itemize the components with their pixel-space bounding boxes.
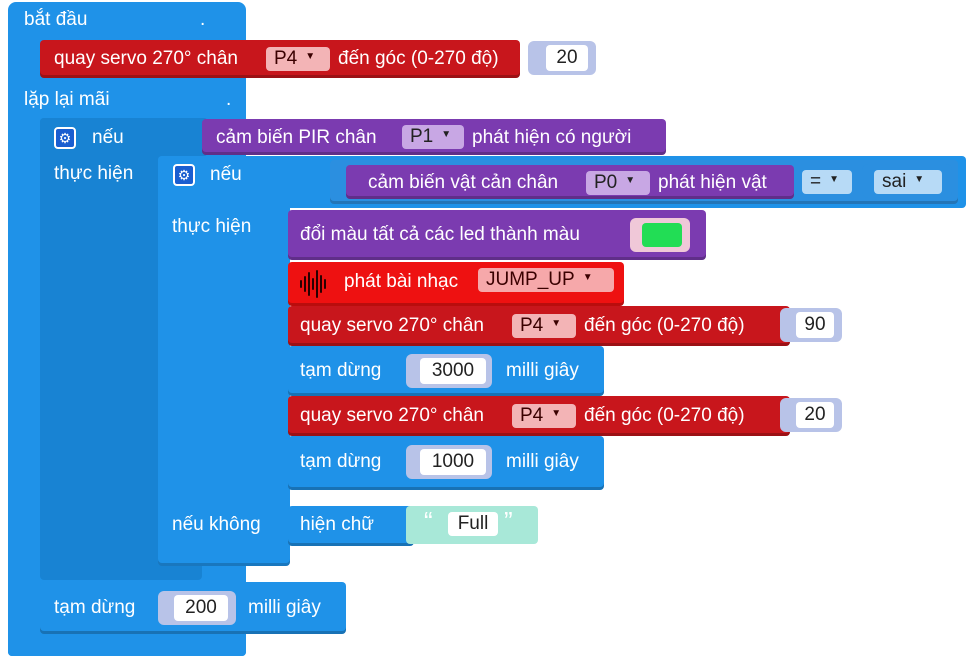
- if1-if-label: nếu: [92, 127, 124, 148]
- pause-c-unit: milli giây: [248, 597, 321, 618]
- chevron-down-icon: ▼: [829, 174, 840, 185]
- pause-b-label: tạm dừng: [300, 451, 382, 472]
- pause-a-unit: milli giây: [506, 360, 579, 381]
- servo-init-label: quay servo 270° chân: [54, 48, 238, 69]
- servo-init-angle-label: đến góc (0-270 độ): [338, 48, 499, 69]
- servo-b-angle-label: đến góc (0-270 độ): [584, 405, 745, 426]
- pause-c-label: tạm dừng: [54, 597, 136, 618]
- gear-icon[interactable]: ⚙: [173, 164, 195, 186]
- servo-init-angle-input[interactable]: 20: [546, 45, 588, 71]
- chevron-down-icon: ▼: [551, 318, 562, 329]
- chevron-down-icon: ▼: [551, 408, 562, 419]
- if2-if-label: nếu: [210, 164, 242, 185]
- servo-a-angle-label: đến góc (0-270 độ): [584, 315, 745, 336]
- start-dot: .: [200, 9, 206, 30]
- led-color-label: đổi màu tất cả các led thành màu: [300, 224, 580, 245]
- obstacle-sensor-block[interactable]: [346, 165, 794, 199]
- chevron-down-icon: ▼: [305, 51, 316, 62]
- chevron-down-icon: ▼: [914, 174, 925, 185]
- pir-sensor-label: cảm biến PIR chân: [216, 127, 377, 148]
- pause-b-input[interactable]: 1000: [420, 449, 486, 475]
- pause-b-unit: milli giây: [506, 451, 579, 472]
- close-quote-icon: ”: [504, 506, 513, 536]
- obstacle-pin-dropdown[interactable]: P0▼: [586, 171, 650, 195]
- chevron-down-icon: ▼: [441, 129, 452, 140]
- text-literal-input[interactable]: Full: [448, 512, 498, 536]
- start-label: bắt đầu: [24, 9, 88, 30]
- show-text-block[interactable]: [288, 506, 414, 546]
- if1-do-label: thực hiện: [54, 163, 134, 184]
- if2-else-label: nếu không: [172, 514, 261, 535]
- pir-sensor-tail: phát hiện có người: [472, 127, 632, 148]
- sound-wave-icon: [298, 270, 330, 298]
- bool-value-dropdown[interactable]: sai▼: [874, 170, 942, 194]
- song-dropdown[interactable]: JUMP_UP▼: [478, 268, 614, 292]
- operator-dropdown[interactable]: =▼: [802, 170, 852, 194]
- chevron-down-icon: ▼: [625, 175, 636, 186]
- servo-a-pin-dropdown[interactable]: P4▼: [512, 314, 576, 338]
- obstacle-sensor-tail: phát hiện vật: [658, 172, 767, 193]
- forever-dot: .: [226, 89, 232, 110]
- pause-a-input[interactable]: 3000: [420, 358, 486, 384]
- servo-b-label: quay servo 270° chân: [300, 405, 484, 426]
- servo-b-pin-dropdown[interactable]: P4▼: [512, 404, 576, 428]
- forever-label: lặp lại mãi: [24, 89, 110, 110]
- open-quote-icon: “: [424, 506, 433, 536]
- led-color-swatch[interactable]: [642, 223, 682, 247]
- obstacle-sensor-label: cảm biến vật cản chân: [368, 172, 559, 193]
- show-text-label: hiện chữ: [300, 514, 374, 535]
- pause-c-input[interactable]: 200: [174, 595, 228, 621]
- music-label: phát bài nhạc: [344, 271, 459, 292]
- chevron-down-icon: ▼: [582, 272, 593, 283]
- pir-pin-dropdown[interactable]: P1▼: [402, 125, 464, 149]
- if2-block[interactable]: [158, 156, 290, 566]
- servo-a-angle-input[interactable]: 90: [796, 312, 834, 338]
- servo-init-pin-dropdown[interactable]: P4▼: [266, 47, 330, 71]
- gear-icon[interactable]: ⚙: [54, 127, 76, 149]
- pause-a-label: tạm dừng: [300, 360, 382, 381]
- servo-b-angle-input[interactable]: 20: [796, 402, 834, 428]
- servo-a-label: quay servo 270° chân: [300, 315, 484, 336]
- if2-do-label: thực hiện: [172, 216, 252, 237]
